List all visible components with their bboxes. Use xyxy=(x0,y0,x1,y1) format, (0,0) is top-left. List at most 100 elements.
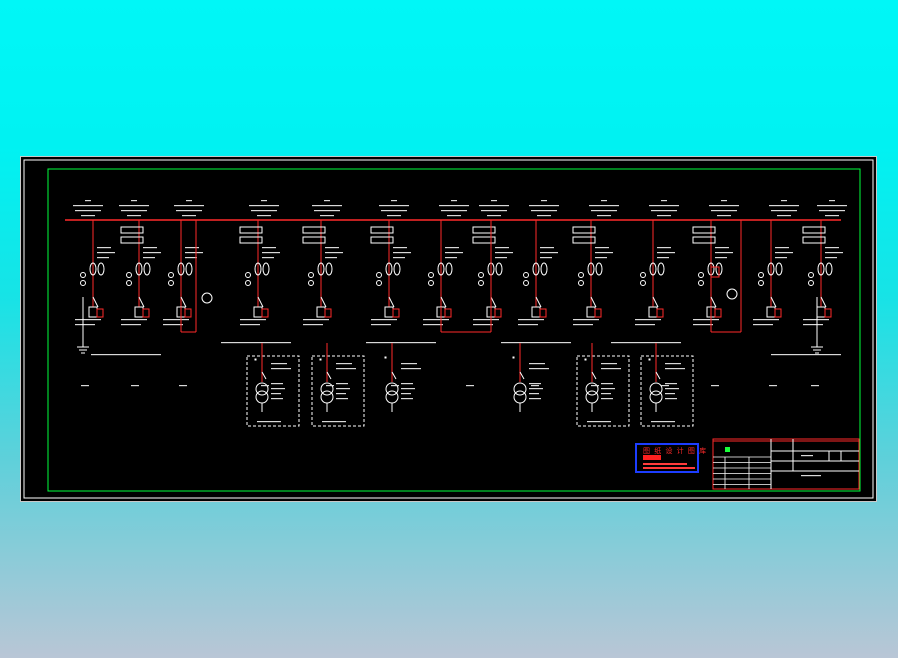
transformer-label xyxy=(401,363,417,365)
transformer-label xyxy=(271,398,283,400)
switch-blade xyxy=(590,296,597,308)
component-label xyxy=(753,324,773,326)
transformer-icon xyxy=(649,382,663,396)
bay-number-mark xyxy=(261,385,269,387)
feeder-header-mark xyxy=(479,205,509,207)
transformer-icon xyxy=(513,382,527,396)
fuse-icon xyxy=(710,266,720,278)
transformer-label xyxy=(601,393,611,395)
component-label xyxy=(445,247,459,249)
circuit-breaker-icon xyxy=(143,262,151,276)
fuse-icon xyxy=(478,272,484,278)
switch-blade xyxy=(710,296,717,308)
stamp-line xyxy=(643,463,687,465)
annotation-mark xyxy=(319,358,322,361)
circuit-breaker-icon xyxy=(177,262,185,276)
transformer-label xyxy=(601,383,613,385)
equipment-label-box xyxy=(120,226,144,234)
fuse-icon xyxy=(758,280,764,286)
feeder-header-mark xyxy=(537,215,551,217)
fuse-icon xyxy=(539,308,547,318)
switch-blade xyxy=(388,296,395,308)
circuit-breaker-icon xyxy=(317,262,325,276)
transformer-icon xyxy=(320,382,334,396)
bay-number-mark xyxy=(391,385,399,387)
switch-blade xyxy=(92,296,99,308)
feeder-header-mark xyxy=(487,215,501,217)
disconnector-box xyxy=(88,306,98,318)
component-label xyxy=(518,319,544,321)
feeder-header-mark xyxy=(85,200,91,202)
switch-blade xyxy=(326,371,332,380)
transformer-label xyxy=(336,388,350,390)
title-block xyxy=(712,438,860,490)
equipment-label-box xyxy=(572,236,596,244)
equipment-label-box xyxy=(472,226,496,234)
transformer-label xyxy=(336,398,348,400)
component-label xyxy=(121,324,141,326)
switch-blade xyxy=(261,371,267,380)
transformer-label xyxy=(401,383,413,385)
component-label xyxy=(495,247,509,249)
fuse-icon xyxy=(126,280,132,286)
feeder-header-mark xyxy=(320,215,334,217)
circuit-breaker-icon xyxy=(495,262,503,276)
circuit-breaker-icon xyxy=(817,262,825,276)
transformer-label xyxy=(651,421,675,423)
transformer-label xyxy=(529,383,541,385)
fuse-icon xyxy=(261,308,269,318)
transformer-enclosure xyxy=(576,355,630,427)
transformer-label xyxy=(336,393,346,395)
component-label xyxy=(775,257,787,259)
disconnector-box xyxy=(384,306,394,318)
fuse-icon xyxy=(714,308,722,318)
transformer-label xyxy=(271,393,281,395)
component-label xyxy=(185,257,197,259)
feeder-header-mark xyxy=(174,205,204,207)
feeder-header-mark xyxy=(314,210,340,212)
circuit-breaker-icon xyxy=(135,262,143,276)
annotation-mark xyxy=(512,356,515,359)
annotation-mark xyxy=(384,356,387,359)
transformer-label xyxy=(601,363,617,365)
circuit-breaker-icon xyxy=(775,262,783,276)
fuse-icon xyxy=(774,308,782,318)
disconnector-box xyxy=(316,306,326,318)
circuit-breaker-icon xyxy=(587,262,595,276)
transformer-icon xyxy=(585,390,599,404)
component-label xyxy=(163,319,189,321)
feeder-header-mark xyxy=(251,210,277,212)
equipment-label-box xyxy=(692,226,716,234)
feeder-header-mark xyxy=(73,205,103,207)
circuit-breaker-icon xyxy=(89,262,97,276)
component-label xyxy=(635,319,661,321)
circuit-breaker-icon xyxy=(540,262,548,276)
component-label xyxy=(657,247,671,249)
equipment-label-box xyxy=(120,236,144,244)
transformer-icon xyxy=(385,390,399,404)
component-label xyxy=(540,257,552,259)
feeder-header-mark xyxy=(781,200,787,202)
component-label xyxy=(445,257,457,259)
disconnector-box xyxy=(531,306,541,318)
cable-spec-line xyxy=(366,342,436,344)
feeder-header-mark xyxy=(127,215,141,217)
fuse-icon xyxy=(308,280,314,286)
fuse-icon xyxy=(96,308,104,318)
feeder-header-mark xyxy=(261,200,267,202)
component-label xyxy=(325,252,343,254)
fuse-icon xyxy=(308,272,314,278)
component-label xyxy=(540,247,554,249)
transformer-enclosure xyxy=(311,355,365,427)
circuit-breaker-icon xyxy=(325,262,333,276)
fuse-icon xyxy=(824,308,832,318)
circuit-breaker-icon xyxy=(595,262,603,276)
equipment-label-box xyxy=(472,236,496,244)
component-label xyxy=(803,319,829,321)
transformer-label xyxy=(257,421,281,423)
cable-spec-line xyxy=(611,342,681,344)
bay-number-mark xyxy=(131,385,139,387)
transformer-label xyxy=(601,398,613,400)
feeder-header-mark xyxy=(721,200,727,202)
generator-icon xyxy=(201,292,213,304)
